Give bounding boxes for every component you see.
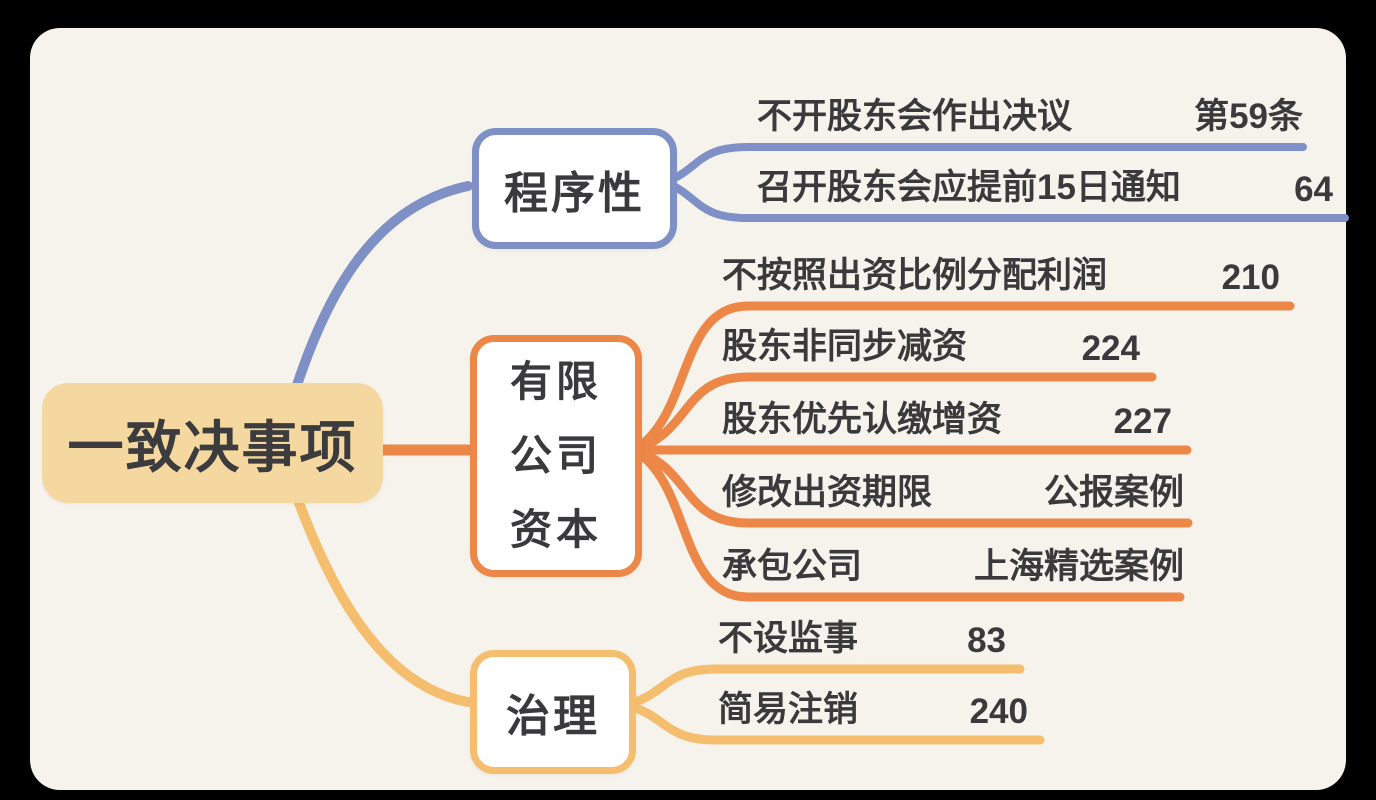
leaf-row-governance-1[interactable]: 简易注销 240: [718, 690, 1028, 732]
leaf-ref: 83: [967, 621, 1006, 660]
leaf-label: 股东非同步减资: [722, 327, 968, 366]
leaf-ref: 240: [969, 692, 1028, 731]
leaf-ref: 224: [1081, 329, 1140, 368]
leaf-row-procedural-0[interactable]: 不开股东会作出决议 第59条: [757, 97, 1303, 139]
leaf-label: 简易注销: [718, 690, 859, 729]
leaf-label: 不设监事: [718, 619, 859, 658]
branch-node-capital-label-line1: 有限: [509, 358, 602, 405]
branch-node-governance[interactable]: 治理: [470, 650, 636, 774]
branch-node-capital[interactable]: 有限 公司 资本: [470, 335, 642, 577]
underline-leaf-capital-1: [629, 372, 1157, 455]
leaf-row-capital-2[interactable]: 股东优先认缴增资 227: [722, 400, 1172, 442]
leaf-label: 股东优先认缴增资: [722, 400, 1003, 439]
underline-leaf-governance-0: [621, 664, 1025, 710]
root-node-label: 一致决事项: [67, 415, 358, 479]
root-node[interactable]: 一致决事项: [42, 383, 383, 503]
leaf-row-governance-0[interactable]: 不设监事 83: [718, 619, 1006, 661]
leaf-row-capital-4[interactable]: 承包公司 上海精选案例: [722, 547, 1184, 589]
leaf-label: 不开股东会作出决议: [757, 97, 1073, 136]
leaf-ref: 210: [1221, 258, 1280, 297]
branch-node-procedural[interactable]: 程序性: [472, 128, 677, 249]
connector-root-governance: [293, 495, 473, 707]
leaf-label: 不按照出资比例分配利润: [722, 256, 1108, 295]
leaf-row-capital-3[interactable]: 修改出资期限 公报案例: [722, 473, 1184, 515]
underline-leaf-capital-3: [629, 445, 1193, 528]
leaf-label: 修改出资期限: [722, 473, 933, 512]
underline-leaf-capital-0: [629, 301, 1295, 455]
leaf-row-procedural-1[interactable]: 召开股东会应提前15日通知 64: [757, 168, 1333, 210]
leaf-row-capital-0[interactable]: 不按照出资比例分配利润 210: [722, 256, 1280, 298]
leaf-ref: 64: [1294, 170, 1333, 209]
branch-node-procedural-label: 程序性: [504, 168, 645, 218]
leaf-ref: 227: [1113, 402, 1172, 441]
underline-leaf-governance-1: [621, 700, 1045, 745]
underline-leaf-capital-4: [629, 445, 1185, 602]
leaf-ref: 公报案例: [1043, 473, 1184, 512]
branch-node-capital-label-line2: 公司: [509, 432, 602, 479]
leaf-ref: 第59条: [1194, 97, 1303, 136]
leaf-row-capital-1[interactable]: 股东非同步减资 224: [722, 327, 1140, 369]
connector-root-procedural: [291, 181, 473, 393]
leaf-label: 召开股东会应提前15日通知: [757, 168, 1181, 207]
leaf-label: 承包公司: [722, 547, 863, 586]
branch-node-capital-label-line3: 资本: [509, 506, 602, 553]
branch-node-governance-label: 治理: [506, 692, 600, 741]
leaf-ref: 上海精选案例: [973, 547, 1184, 586]
